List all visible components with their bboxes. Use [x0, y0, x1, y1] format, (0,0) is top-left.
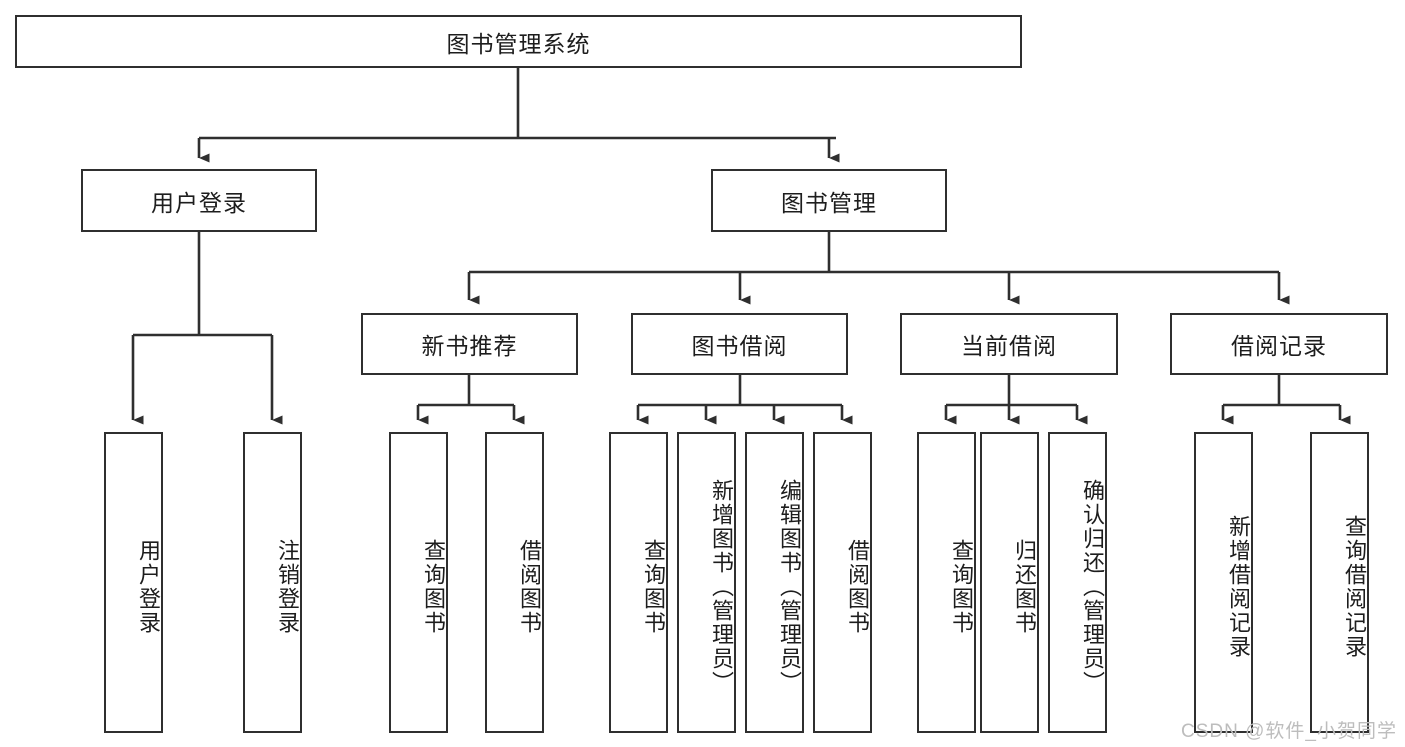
node-label: 新增借阅记录	[1226, 514, 1251, 659]
node-root-system[interactable]: 图书管理系统	[15, 15, 1022, 68]
leaf-record-add-record[interactable]: 新增借阅记录	[1194, 432, 1253, 733]
leaf-borrow-query-book[interactable]: 查询图书	[609, 432, 668, 733]
node-label: 图书借阅	[691, 333, 788, 359]
node-label: 新书推荐	[421, 333, 518, 359]
node-new-book-recommend[interactable]: 新书推荐	[361, 313, 578, 375]
leaf-current-confirm-return-admin[interactable]: 确认归还（管理员）	[1048, 432, 1107, 733]
node-label: 确认归还（管理员）	[1080, 478, 1105, 695]
node-label: 查询借阅记录	[1342, 514, 1367, 659]
node-label: 查询图书	[949, 538, 974, 635]
node-label: 注销登录	[275, 538, 300, 635]
leaf-newbook-query-book[interactable]: 查询图书	[389, 432, 448, 733]
node-label: 当前借阅	[961, 333, 1057, 359]
node-user-login[interactable]: 用户登录	[81, 169, 317, 232]
node-label: 图书管理系统	[446, 30, 591, 57]
leaf-newbook-borrow-book[interactable]: 借阅图书	[485, 432, 544, 733]
node-label: 借阅记录	[1231, 333, 1327, 359]
node-label: 图书管理	[781, 189, 877, 216]
leaf-borrow-edit-book-admin[interactable]: 编辑图书（管理员）	[745, 432, 804, 733]
node-label: 用户登录	[151, 189, 247, 216]
node-label: 编辑图书（管理员）	[777, 478, 802, 695]
node-label: 借阅图书	[517, 538, 542, 635]
node-label: 归还图书	[1012, 538, 1037, 635]
node-label: 查询图书	[421, 538, 446, 635]
leaf-logout[interactable]: 注销登录	[243, 432, 302, 733]
leaf-borrow-borrow-book[interactable]: 借阅图书	[813, 432, 872, 733]
node-label: 查询图书	[641, 538, 666, 635]
leaf-current-return-book[interactable]: 归还图书	[980, 432, 1039, 733]
node-label: 用户登录	[136, 538, 161, 635]
leaf-current-query-book[interactable]: 查询图书	[917, 432, 976, 733]
node-book-borrow[interactable]: 图书借阅	[631, 313, 848, 375]
node-current-borrow[interactable]: 当前借阅	[900, 313, 1118, 375]
node-borrow-record[interactable]: 借阅记录	[1170, 313, 1388, 375]
leaf-record-query-record[interactable]: 查询借阅记录	[1310, 432, 1369, 733]
node-label: 借阅图书	[845, 538, 870, 635]
node-label: 新增图书（管理员）	[709, 478, 734, 695]
leaf-borrow-add-book-admin[interactable]: 新增图书（管理员）	[677, 432, 736, 733]
leaf-user-login[interactable]: 用户登录	[104, 432, 163, 733]
node-book-management[interactable]: 图书管理	[711, 169, 947, 232]
